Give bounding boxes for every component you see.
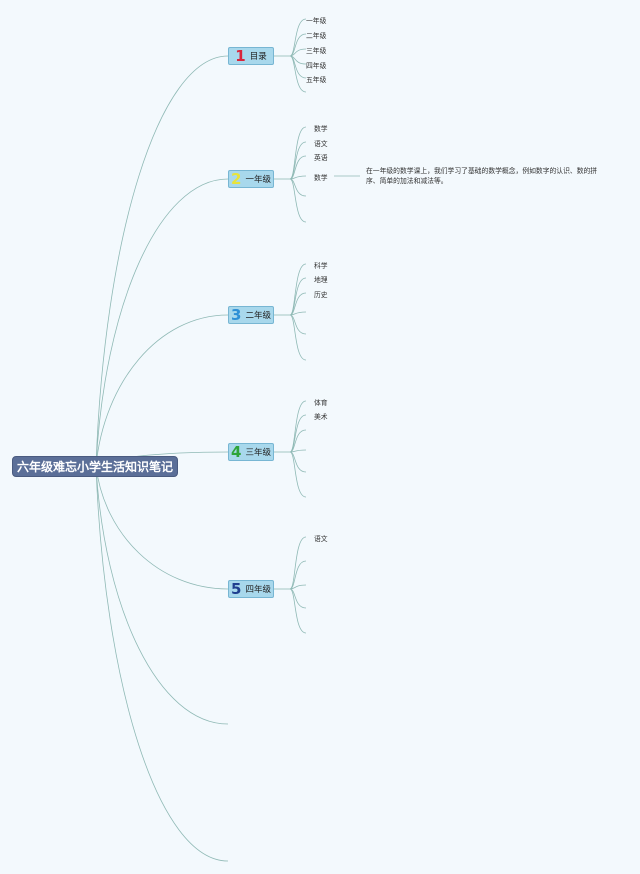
branch-label: 目录 [249, 52, 267, 62]
leaf-topic[interactable]: 二年级 [306, 32, 327, 40]
leaf-connector [289, 314, 307, 361]
branch-connector [95, 465, 229, 590]
leaf-topic[interactable]: 美术 [314, 413, 328, 421]
branch-topic-2[interactable]: 2 一年级 [228, 170, 274, 188]
branch-connector [95, 314, 229, 467]
leaf-connector [289, 429, 307, 453]
central-topic[interactable]: 六年级难忘小学生活知识笔记 [12, 456, 178, 477]
branch-topic-3[interactable]: 3 二年级 [228, 306, 274, 324]
leaf-connector [289, 175, 307, 180]
branch-number: 1 [235, 46, 246, 65]
leaf-connector [289, 55, 307, 93]
leaf-topic[interactable]: 科学 [314, 262, 328, 270]
branch-number: 4 [231, 442, 242, 461]
branch-connector [95, 55, 229, 467]
leaf-topic[interactable]: 三年级 [306, 47, 327, 55]
branch-connector [95, 178, 229, 467]
leaf-connector [289, 536, 307, 590]
leaf-connector [289, 155, 307, 180]
branch-connector [95, 465, 229, 862]
leaf-connector [289, 451, 307, 498]
branch-number: 2 [231, 169, 242, 188]
leaf-topic[interactable]: 四年级 [306, 62, 327, 70]
leaf-connector [289, 292, 307, 316]
leaf-topic[interactable]: 一年级 [306, 17, 327, 25]
leaf-connector [289, 560, 307, 590]
leaf-connector [289, 449, 307, 453]
leaf-topic[interactable]: 地理 [314, 276, 328, 284]
leaf-topic[interactable]: 历史 [314, 291, 328, 299]
branch-label: 四年级 [245, 585, 271, 595]
leaf-connector [289, 263, 307, 316]
leaf-topic[interactable]: 数学 [314, 125, 328, 133]
leaf-topic[interactable]: 数学 [314, 174, 328, 182]
branch-label: 三年级 [245, 448, 271, 458]
branch-number: 5 [231, 579, 242, 598]
leaf-connector [289, 18, 307, 57]
leaf-topic[interactable]: 英语 [314, 154, 328, 162]
branch-topic-4[interactable]: 4 三年级 [228, 443, 274, 461]
note-text: 在一年级的数学课上，我们学习了基础的数学概念，例如数字的认识、数的拼序、简单的加… [366, 167, 598, 185]
leaf-connector [289, 311, 307, 316]
leaf-topic[interactable]: 五年级 [306, 76, 327, 84]
branch-number: 3 [231, 305, 242, 324]
leaf-connector [289, 178, 307, 223]
leaf-topic[interactable]: 体育 [314, 399, 328, 407]
branch-topic-5[interactable]: 5 四年级 [228, 580, 274, 598]
branch-label: 一年级 [245, 175, 271, 185]
leaf-topic[interactable]: 语文 [314, 140, 328, 148]
leaf-topic[interactable]: 语文 [314, 535, 328, 543]
branch-connector [95, 465, 229, 725]
central-topic-label: 六年级难忘小学生活知识笔记 [16, 460, 173, 474]
branch-label: 二年级 [245, 311, 271, 321]
leaf-connector [289, 33, 307, 57]
branch-topic-1[interactable]: 1 目录 [228, 47, 274, 65]
leaf-connector [289, 588, 307, 634]
leaf-connector [289, 584, 307, 590]
leaf-connector [289, 400, 307, 453]
leaf-connector [289, 126, 307, 180]
